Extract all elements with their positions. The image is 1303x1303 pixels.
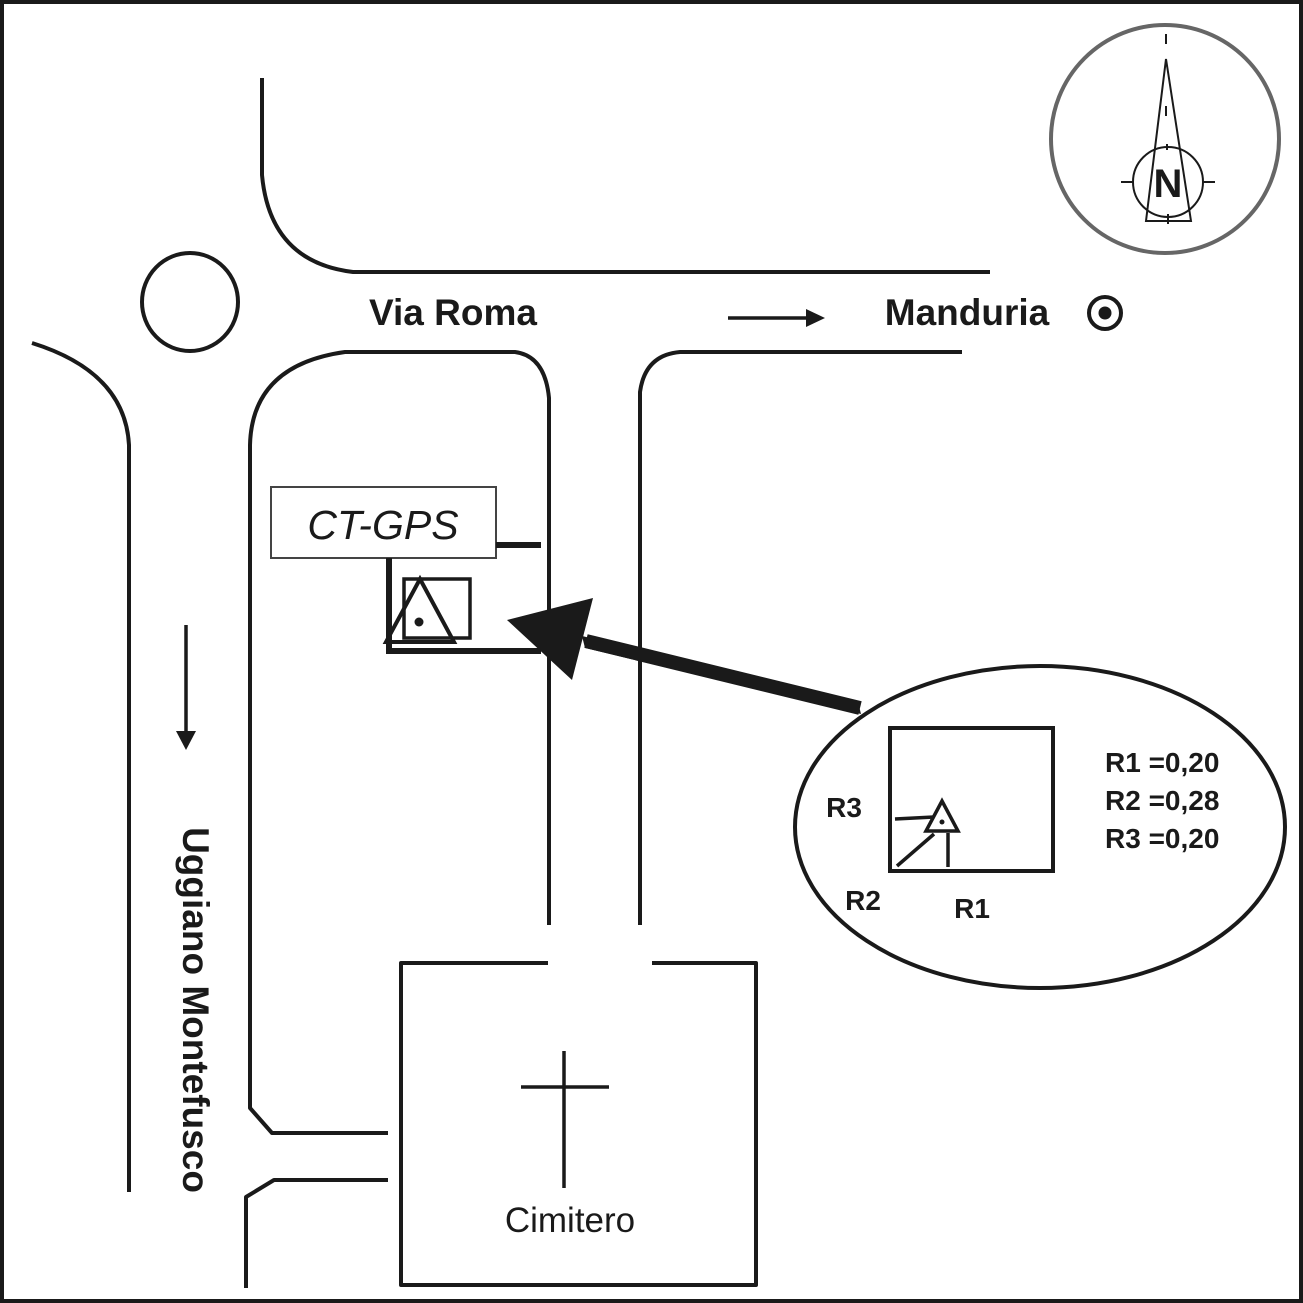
city-marker-icon	[1087, 295, 1123, 331]
destination-label-manduria: Manduria	[885, 292, 1050, 333]
inset-label-r1: R1	[954, 893, 990, 924]
arrow-down-icon	[176, 625, 196, 750]
inset-r3-line	[894, 815, 935, 821]
inset-r2-line	[895, 832, 936, 868]
station-compound-wall	[386, 542, 541, 654]
road-edge-south-via-roma	[638, 350, 962, 925]
reading-r2: R2 =0,28	[1105, 785, 1219, 816]
inset-label-r2: R2	[845, 885, 881, 916]
inset-station-triangle-icon	[923, 797, 961, 833]
station-label: CT-GPS	[307, 502, 458, 548]
station-label-box	[270, 486, 497, 559]
road-edge-north-via-roma	[260, 78, 990, 274]
station-triangle-icon	[382, 574, 458, 644]
road-edge-west-uggiano	[31, 341, 131, 1192]
inset-shelter	[888, 726, 1055, 873]
road-edge-block-southwest	[244, 1178, 388, 1288]
roundabout-icon	[140, 251, 240, 353]
road-edge-block-west	[248, 350, 551, 1135]
arrow-right-icon	[728, 309, 825, 327]
compass-north-label: N	[1154, 162, 1183, 206]
reading-r3: R3 =0,20	[1105, 823, 1219, 854]
inset-detail-ellipse	[793, 664, 1287, 990]
street-label-uggiano-montefusco: Uggiano Montefusco	[175, 827, 216, 1193]
reading-r1: R1 =0,20	[1105, 747, 1219, 778]
pointer-arrow-icon	[507, 598, 862, 715]
compass-icon	[1049, 23, 1281, 255]
street-label-via-roma: Via Roma	[369, 292, 537, 333]
cemetery-label: Cimitero	[505, 1201, 635, 1240]
cross-icon	[521, 1051, 609, 1188]
cemetery-wall	[399, 961, 758, 1287]
inset-label-r3: R3	[826, 792, 862, 823]
